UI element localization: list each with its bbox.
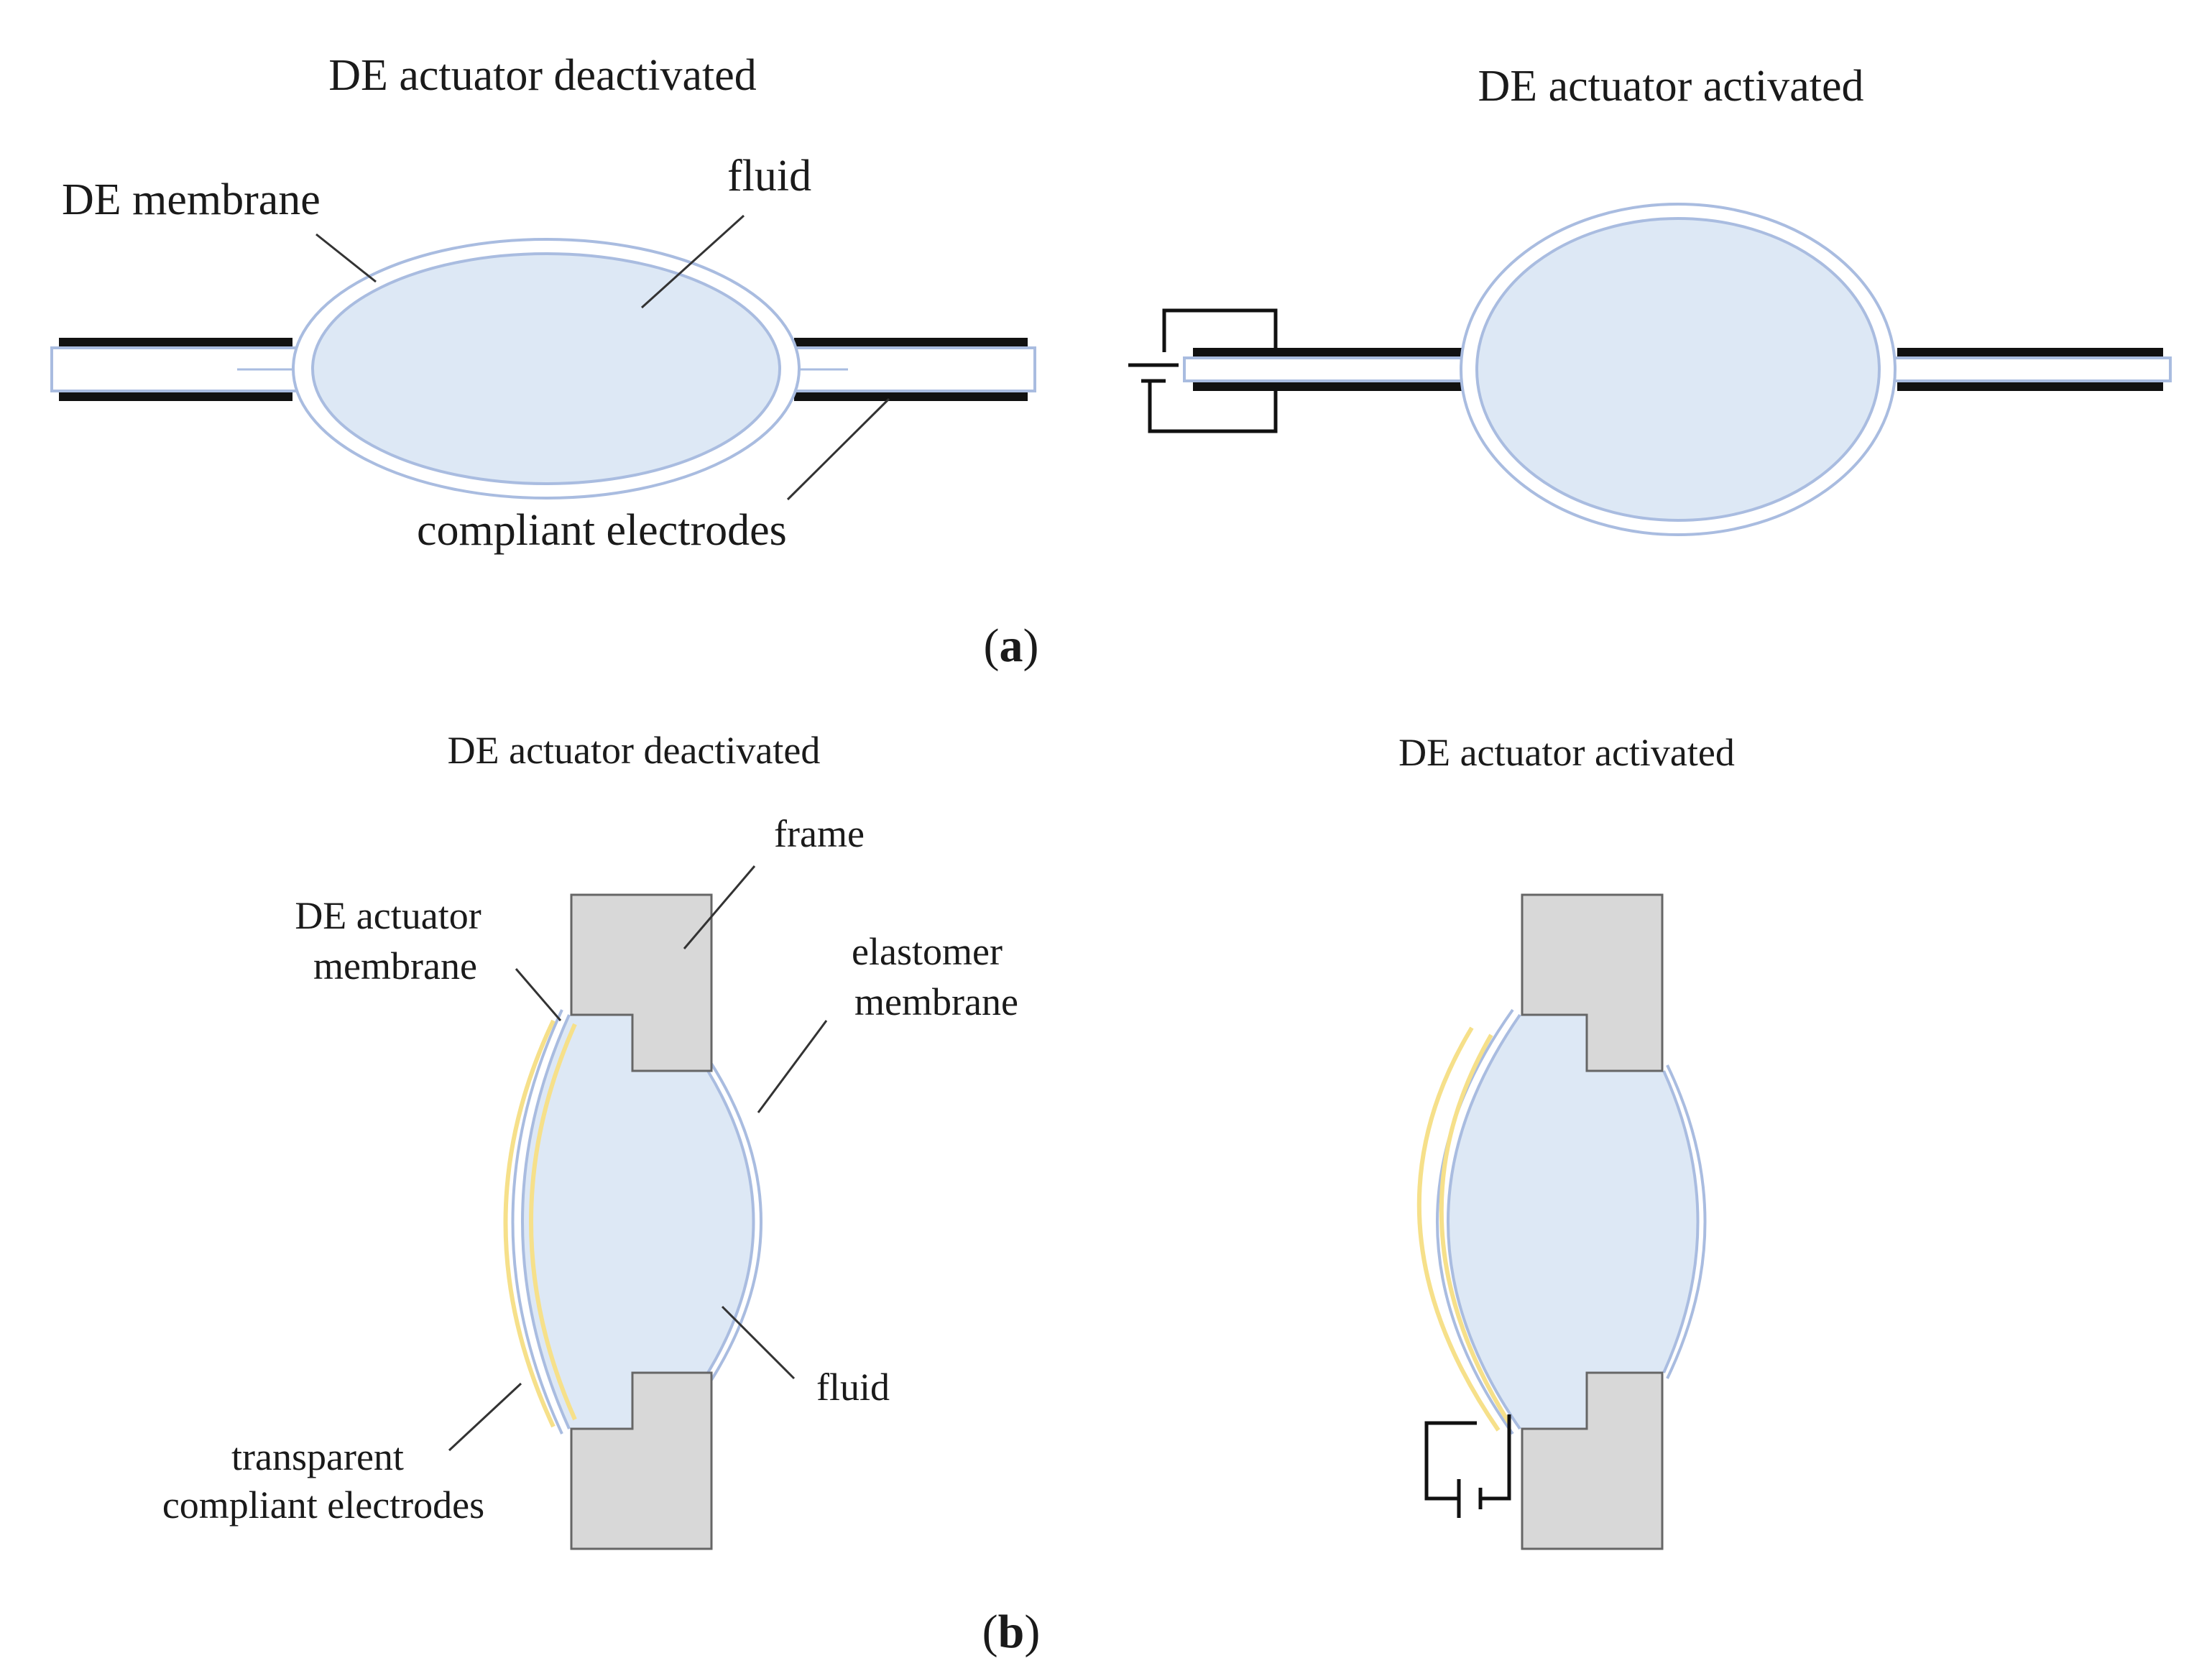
leader-fluid-b [721,1305,796,1380]
electrode-left-bottom [59,392,292,401]
electrode-act-left-bottom [1193,382,1466,391]
panel-b-right-title: DE actuator activated [1398,731,1735,774]
electrode-act-left-top [1193,348,1466,356]
leader-elastomer-membrane [757,1020,828,1113]
panel-a-label: (a) [984,620,1039,672]
leader-de-actuator-membrane [515,968,562,1021]
label-frame: frame [774,812,865,855]
electrode-right-bottom [794,392,1028,401]
wire-b-left [1424,1421,1477,1501]
fluid-body-b-activated [1448,1015,1698,1429]
transparent-electrode-inner [529,1023,577,1421]
label-de-membrane: DE membrane [62,175,321,224]
voltage-source-b [1424,1414,1511,1518]
electrode-left-top [59,338,292,346]
fluid-body-b [522,1015,754,1429]
de-actuator-membrane-inner [521,1014,571,1430]
label-elastomer-membrane-1: elastomer [852,930,1003,973]
elastomer-membrane-inner-activated [1662,1070,1700,1373]
label-elastomer-membrane-2: membrane [854,980,1018,1023]
leader-frame [683,865,756,949]
label-compliant-electrodes: compliant electrodes [417,506,787,555]
leader-transparent-electrodes [448,1382,522,1452]
panel-b-deactivated: DE actuator deactivated frame DE actuato… [162,729,1018,1550]
label-de-actuator-membrane-1: DE actuator [295,894,481,937]
voltage-source-a [1128,308,1278,433]
de-actuator-membrane-outer [511,1009,563,1435]
panel-b-label: (b) [982,1606,1041,1658]
electrode-right-top [794,338,1028,346]
wire-b-right [1480,1414,1511,1501]
elastomer-membrane-outer [710,1062,762,1381]
frame-bottom-activated [1521,1371,1664,1550]
panel-a-left-title: DE actuator deactivated [328,51,757,100]
label-transparent-electrodes-2: compliant electrodes [162,1483,484,1527]
panel-a-activated: DE actuator activated [1128,62,2172,536]
label-de-actuator-membrane-2: membrane [313,944,477,988]
electrode-act-right-bottom [1897,382,2163,391]
leader-de-membrane [315,233,377,283]
leader-compliant-electrodes [786,397,890,501]
panel-b: DE actuator deactivated frame DE actuato… [162,729,1735,1658]
panel-a-deactivated: DE actuator deactivated DE membrane flui… [50,51,1036,555]
transparent-electrode-outer-activated [1416,1026,1501,1432]
label-fluid-b: fluid [816,1366,890,1409]
panel-a-right-title: DE actuator activated [1478,62,1863,111]
panel-a: DE actuator deactivated DE membrane flui… [50,51,2172,672]
wire-top [1162,308,1278,352]
de-actuator-membrane-outer-activated [1436,1008,1514,1435]
frame-top-activated [1521,893,1664,1072]
leader-fluid-a [640,214,745,309]
fluid-ellipse-activated [1475,217,1881,522]
frame-top [570,893,713,1072]
fluid-ellipse [311,252,781,485]
elastomer-membrane-outer-activated [1666,1064,1707,1379]
transparent-electrode-outer [503,1019,556,1428]
elastomer-membrane-inner [706,1069,755,1374]
electrode-act-right-top [1897,348,2163,356]
panel-b-left-title: DE actuator deactivated [448,729,821,772]
label-fluid-a: fluid [727,152,811,201]
frame-bottom [570,1371,713,1550]
transparent-electrode-inner-activated [1439,1034,1511,1424]
panel-b-activated: DE actuator activated [1398,731,1735,1550]
wire-bottom [1148,382,1278,433]
de-actuator-membrane-inner-activated [1447,1013,1521,1430]
label-transparent-electrodes-1: transparent [231,1435,404,1478]
